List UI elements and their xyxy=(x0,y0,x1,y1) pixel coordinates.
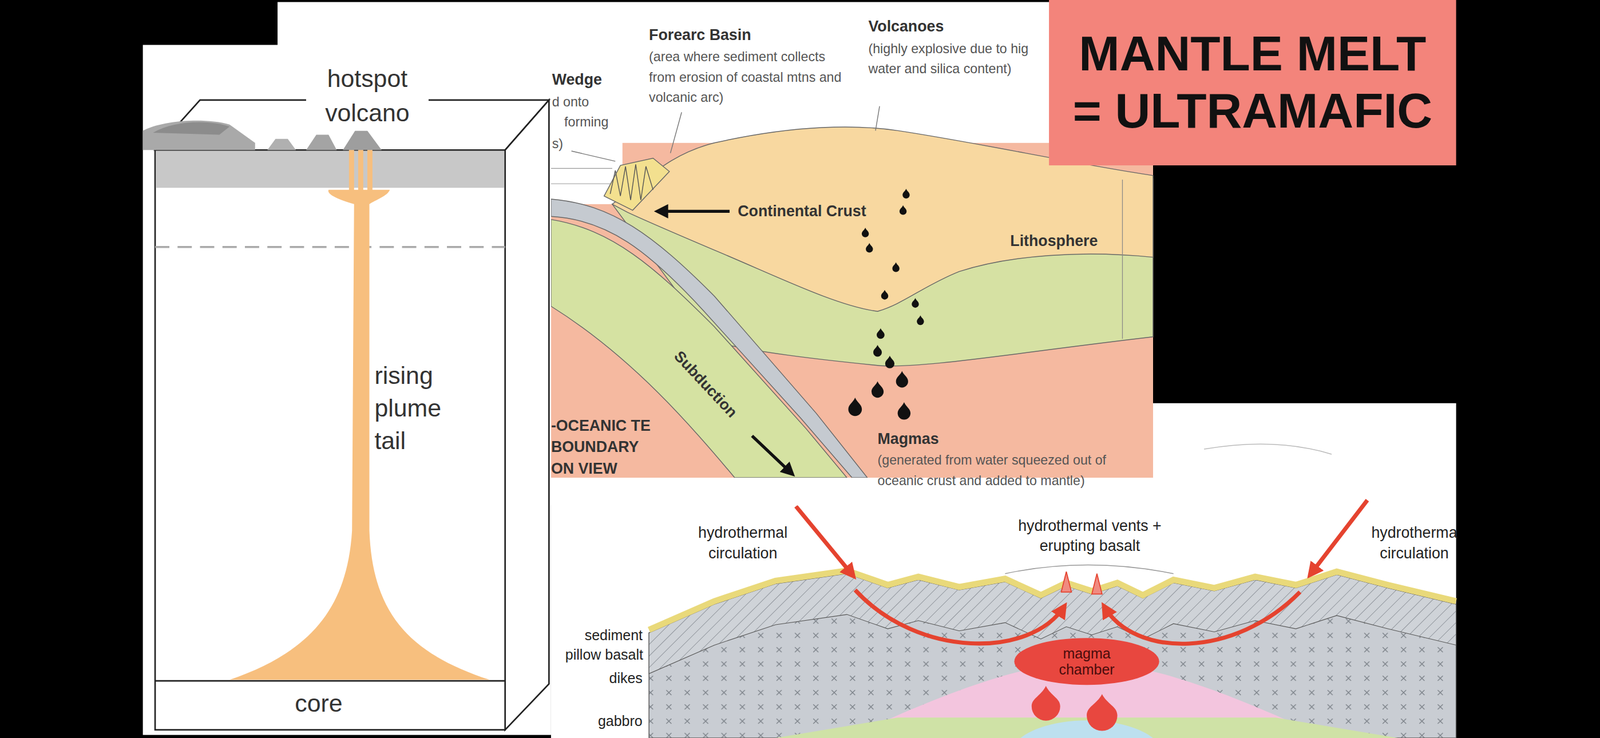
region-label: hotspot volcano xyxy=(306,61,429,131)
magma-drops xyxy=(848,188,924,420)
magma-chamber: magma chamber xyxy=(1013,636,1161,687)
illustration-part xyxy=(911,298,919,308)
sea-line xyxy=(551,183,611,184)
leader-line xyxy=(670,112,683,153)
illustration-part xyxy=(916,315,924,326)
process-label: hydrothermal circulation xyxy=(685,523,800,564)
note-text: (area where sediment collects from erosi… xyxy=(648,46,849,109)
process-label: hydrothermal vents + erupting basalt xyxy=(1003,515,1177,557)
volcano-shape xyxy=(152,121,230,135)
box-side xyxy=(505,100,550,731)
region-label: core xyxy=(294,688,343,720)
circulation-arrow xyxy=(854,589,1065,644)
dashed-boundary xyxy=(155,246,506,249)
magma-blob xyxy=(1086,694,1118,731)
motion-arrow xyxy=(751,436,792,474)
illustration-part xyxy=(885,355,895,369)
mantle-green xyxy=(775,717,1398,738)
illustration-part xyxy=(876,328,885,340)
illustration-part xyxy=(899,205,907,216)
layer-label: sediment xyxy=(584,626,643,645)
note-text: d onto xyxy=(552,93,589,111)
volcano-shape xyxy=(306,135,337,151)
bracket-curve xyxy=(1004,565,1174,574)
vent xyxy=(1060,571,1072,593)
leader-line xyxy=(875,106,880,132)
note-text: forming xyxy=(564,114,609,132)
core-boundary xyxy=(155,680,506,683)
illustration-part xyxy=(881,290,889,300)
illustration-part xyxy=(897,402,911,421)
circulation-arrow xyxy=(795,506,854,576)
lithosphere-band xyxy=(156,151,505,188)
wedge-folds xyxy=(610,164,653,200)
feature-label: Volcanoes xyxy=(868,16,944,37)
illustration-part xyxy=(892,262,899,273)
process-label: hydrotherma circulation xyxy=(1370,523,1459,564)
mantle-plume xyxy=(229,189,490,680)
faint-curve xyxy=(1204,444,1332,455)
feature-label: Subduction xyxy=(670,346,742,422)
layer-label: gabbro xyxy=(597,711,643,731)
sea-level xyxy=(551,168,613,169)
conduit xyxy=(367,143,373,192)
oceanic-crust xyxy=(551,199,868,478)
boundary-line xyxy=(1122,179,1123,339)
hotspot-panel xyxy=(143,45,552,736)
illustration-part xyxy=(902,188,910,199)
volcano-shape xyxy=(143,120,256,150)
feature-label: Continental Crust xyxy=(737,200,866,221)
layer-label: dikes xyxy=(609,668,643,688)
box-front xyxy=(155,149,506,730)
layer-label: pillow basalt xyxy=(565,645,644,664)
feature-label: Magmas xyxy=(877,428,940,449)
feature-label: Forearc Basin xyxy=(648,24,751,45)
feature-label: Lithosphere xyxy=(1010,230,1098,251)
note-text: (highly explosive due to hig water and s… xyxy=(868,38,1048,80)
leader-line xyxy=(571,151,616,162)
volcano-shape xyxy=(342,130,382,150)
illustration-part xyxy=(873,345,882,357)
illustration-part xyxy=(865,243,873,253)
mantle-blue xyxy=(1020,720,1154,738)
chamber-label: magma chamber xyxy=(1046,645,1128,679)
feature-label: Wedge xyxy=(552,69,603,89)
illustration-part xyxy=(871,381,884,398)
conduit xyxy=(349,143,355,192)
circulation-arrow xyxy=(1103,592,1300,644)
note-text: s) xyxy=(552,135,564,153)
highlight-text: MANTLE MELT = ULTRAMAFIC xyxy=(1066,25,1439,141)
motion-arrow xyxy=(658,210,730,213)
gabbro-layer xyxy=(648,573,1456,738)
vent xyxy=(1091,573,1103,595)
chamber-shape xyxy=(1014,638,1159,685)
illustration-part xyxy=(896,371,909,388)
note-text: (generated from water squeezed out of oc… xyxy=(877,450,1139,491)
panel-title: -OCEANIC TE BOUNDARY ON VIEW xyxy=(551,414,666,479)
highlight-box: MANTLE MELT = ULTRAMAFIC xyxy=(1048,0,1456,166)
illustration-part xyxy=(861,227,869,238)
region-label: rising plume tail xyxy=(374,359,458,458)
magma-blob xyxy=(1031,686,1061,722)
accretionary-wedge xyxy=(604,158,670,211)
volcano-shape xyxy=(267,139,296,151)
illustration-part xyxy=(848,397,862,417)
panel-ground xyxy=(143,45,552,736)
circulation-arrow xyxy=(1310,500,1368,575)
